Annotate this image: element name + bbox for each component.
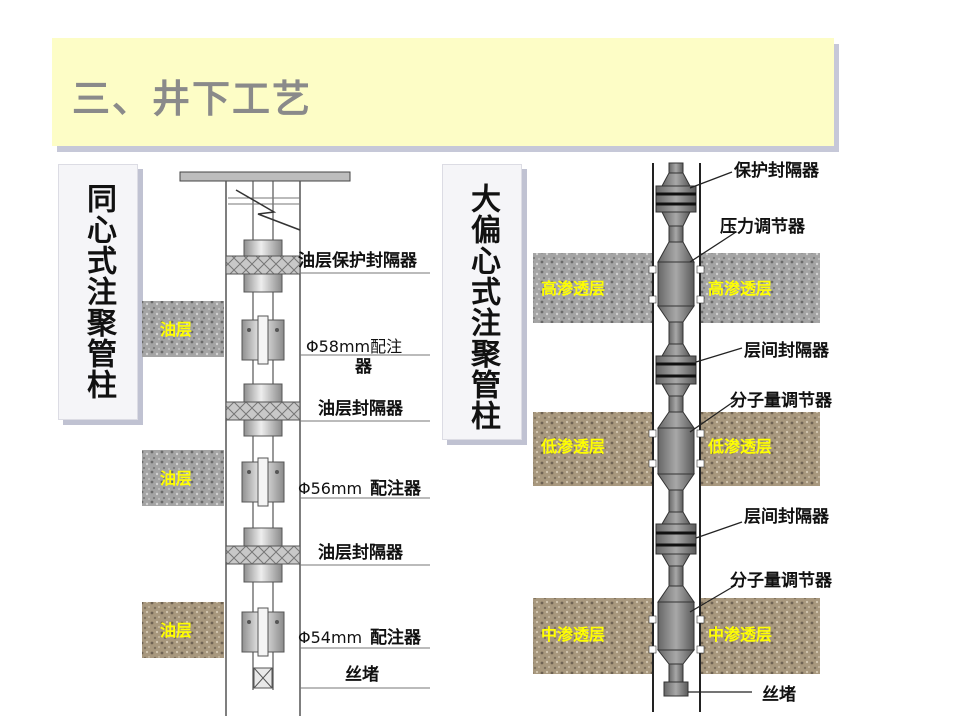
- low-perm-layer-right: [700, 412, 820, 486]
- high-perm-label-right: 高渗透层: [708, 279, 772, 298]
- wellhead-plate: [179, 171, 351, 182]
- mid-perm-label-right: 中渗透层: [708, 625, 772, 644]
- r-mw-regulator-1: [657, 427, 695, 475]
- r-packer-2: [655, 523, 697, 555]
- label-injector-56: 配注器: [370, 478, 422, 499]
- left-column-title: 同心式注聚管柱: [81, 183, 116, 400]
- r-label-pressure-regulator: 压力调节器: [720, 216, 806, 237]
- page-title: 三、井下工艺: [72, 77, 313, 121]
- label-injector-58: Φ58mm配注: [306, 337, 402, 356]
- label-injector-56-size: Φ56mm: [298, 479, 362, 498]
- packer-1: [225, 401, 301, 421]
- title-banner: 三、井下工艺: [52, 38, 834, 146]
- oil-layer-3-label: 油层: [160, 621, 192, 640]
- label-packer-2: 油层封隔器: [318, 542, 404, 563]
- label-protect-packer: 油层保护封隔器: [298, 250, 418, 271]
- right-column-title: 大偏心式注聚管柱: [465, 183, 500, 431]
- right-column-tab: 大偏心式注聚管柱: [442, 164, 522, 440]
- r-label-protect-packer: 保护封隔器: [733, 160, 820, 181]
- label-injector-54-size: Φ54mm: [298, 628, 362, 647]
- low-perm-label-left: 低渗透层: [540, 437, 605, 456]
- left-diagram: 油层 油层 油层: [142, 171, 430, 716]
- high-perm-layer-left: [533, 253, 653, 323]
- oil-layer-3: [142, 602, 224, 658]
- protect-packer: [225, 255, 301, 275]
- label-injector-58-cont: 器: [354, 357, 373, 377]
- r-label-plug: 丝堵: [762, 684, 796, 705]
- right-diagram: 高渗透层 高渗透层 低渗透层 低渗透层 中渗透层 中渗透层: [533, 160, 833, 712]
- oil-layer-2-label: 油层: [160, 469, 192, 488]
- label-plug: 丝堵: [345, 664, 379, 685]
- r-packer-1: [655, 355, 697, 385]
- r-protect-packer: [655, 185, 697, 213]
- r-mw-regulator-2: [657, 601, 695, 651]
- label-packer-1: 油层封隔器: [318, 398, 404, 419]
- break-mark-icon: [235, 189, 301, 231]
- packer-2: [225, 545, 301, 565]
- r-label-mw-regulator-2: 分子量调节器: [730, 570, 833, 591]
- r-label-packer-2: 层间封隔器: [744, 506, 830, 527]
- left-column-tab: 同心式注聚管柱: [58, 164, 138, 420]
- mid-perm-layer-right: [700, 598, 820, 674]
- r-pressure-regulator: [657, 261, 695, 307]
- label-injector-54: 配注器: [370, 627, 422, 648]
- low-perm-layer-left: [533, 412, 653, 486]
- r-label-packer-1: 层间封隔器: [744, 340, 830, 361]
- low-perm-label-right: 低渗透层: [707, 437, 772, 456]
- high-perm-layer-right: [700, 253, 820, 323]
- oil-layer-1-label: 油层: [160, 320, 192, 339]
- r-label-mw-regulator-1: 分子量调节器: [730, 390, 833, 411]
- oil-layer-1: [142, 301, 224, 357]
- r-plug: [663, 681, 689, 697]
- oil-layer-2: [142, 450, 224, 506]
- mid-perm-layer-left: [533, 598, 653, 674]
- high-perm-label-left: 高渗透层: [541, 279, 605, 298]
- mid-perm-label-left: 中渗透层: [541, 625, 605, 644]
